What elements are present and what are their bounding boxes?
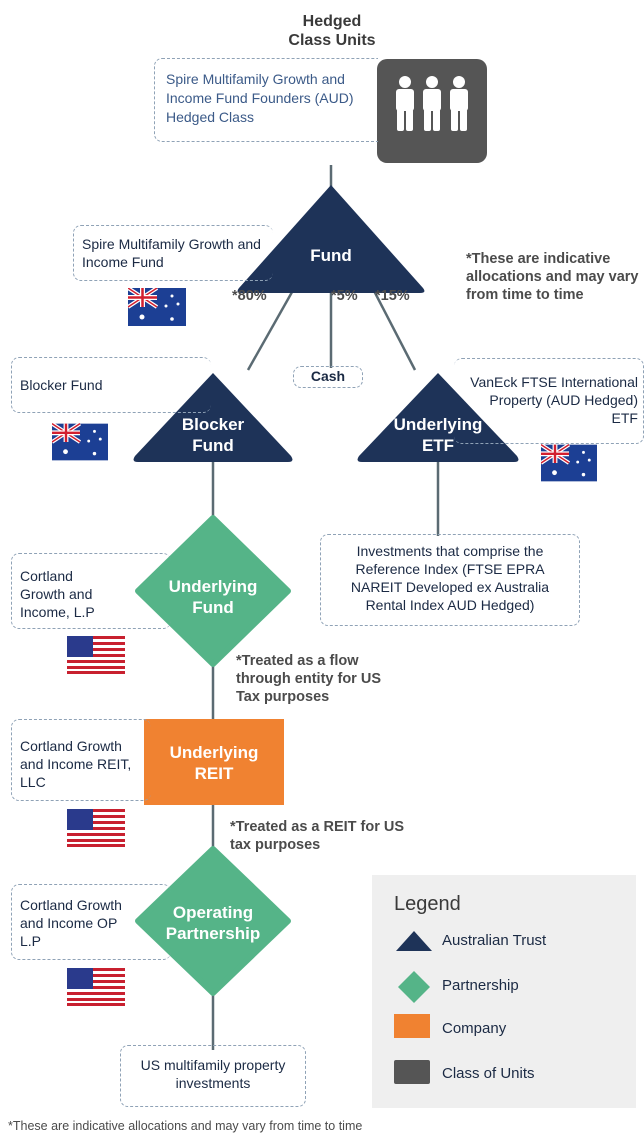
reit-label-line2: REIT bbox=[194, 764, 234, 783]
usa-flag-icon bbox=[67, 636, 125, 674]
blocker-description-text: Blocker Fund bbox=[20, 377, 103, 393]
blocker-triangle bbox=[133, 373, 293, 462]
legend-diamond-icon bbox=[398, 971, 430, 1003]
op-label-line2: Partnership bbox=[165, 924, 261, 943]
class-description-text: Spire Multifamily Growth and Income Fund… bbox=[166, 71, 354, 125]
usa-flag-icon bbox=[67, 968, 125, 1006]
etf-investments-text: Investments that comprise the Reference … bbox=[350, 543, 550, 613]
reit-label-line1: Underlying bbox=[169, 743, 259, 762]
reit-rectangle bbox=[144, 719, 284, 805]
legend-item-australian-trust: Australian Trust bbox=[442, 932, 547, 949]
class-description-box bbox=[154, 58, 378, 142]
underlying-fund-diamond bbox=[135, 515, 291, 667]
underlying-fund-note: *Treated as a flow through entity for US… bbox=[236, 653, 381, 705]
underlying-fund-description-text: Cortland Growth and Income, L.P bbox=[20, 568, 95, 620]
reit-description-box bbox=[11, 719, 151, 801]
fund-label: Fund bbox=[310, 246, 352, 265]
op-description-box bbox=[11, 884, 171, 960]
people-icon bbox=[396, 76, 468, 131]
page-title: Hedged Class Units bbox=[264, 12, 400, 50]
title-line2: Class Units bbox=[288, 32, 376, 49]
cash-box bbox=[293, 366, 363, 388]
underlying-fund-label-line1: Underlying bbox=[168, 577, 258, 596]
fund-description-text: Spire Multifamily Growth and Income Fund bbox=[82, 236, 261, 270]
blocker-description-box bbox=[11, 357, 211, 413]
fund-triangle bbox=[237, 185, 425, 293]
allocation-blocker: *80% bbox=[232, 288, 267, 304]
etf-description-text: VanEck FTSE International Property (AUD … bbox=[470, 374, 638, 426]
fund-description-box bbox=[73, 225, 273, 281]
title-line1: Hedged bbox=[302, 13, 362, 30]
us-investments-text: US multifamily property investments bbox=[140, 1057, 286, 1091]
australia-flag-icon bbox=[541, 444, 597, 482]
allocation-etf: *15% bbox=[375, 288, 410, 304]
legend-item-partnership: Partnership bbox=[442, 977, 519, 994]
legend-triangle-icon bbox=[396, 931, 432, 951]
etf-investments-box bbox=[320, 534, 580, 626]
connector-fund-to-etf bbox=[369, 284, 417, 371]
etf-triangle bbox=[357, 373, 519, 462]
underlying-fund-description-box bbox=[11, 553, 171, 629]
blocker-label-line1: Blocker bbox=[181, 415, 245, 434]
connector-lines bbox=[211, 165, 440, 1050]
allocation-note: *These are indicative allocations and ma… bbox=[466, 251, 639, 303]
us-investments-box bbox=[120, 1045, 306, 1107]
usa-flag-icon bbox=[67, 809, 125, 847]
legend-rectangle-icon bbox=[394, 1014, 430, 1038]
blocker-label-line2: Fund bbox=[192, 436, 234, 455]
op-diamond bbox=[135, 846, 291, 996]
etf-label-line1: Underlying bbox=[393, 415, 483, 434]
legend: Legend Australian Trust Partnership Comp… bbox=[372, 875, 636, 1108]
footnote: *These are indicative allocations and ma… bbox=[8, 1119, 363, 1133]
australia-flag-icon bbox=[128, 288, 186, 326]
connector-fund-to-blocker bbox=[246, 284, 298, 371]
legend-item-class-of-units: Class of Units bbox=[442, 1065, 535, 1082]
op-description-text: Cortland Growth and Income OP L.P bbox=[20, 897, 122, 949]
op-label-line1: Operating bbox=[172, 903, 254, 922]
australia-flag-icon bbox=[52, 423, 108, 461]
allocation-cash: *5% bbox=[331, 288, 358, 304]
underlying-fund-label-line2: Fund bbox=[192, 598, 234, 617]
cash-label: Cash bbox=[310, 368, 346, 384]
legend-item-company: Company bbox=[442, 1020, 507, 1037]
reit-description-text: Cortland Growth and Income REIT, LLC bbox=[20, 738, 132, 790]
etf-label-line2: ETF bbox=[421, 436, 455, 455]
reit-note: *Treated as a REIT for US tax purposes bbox=[230, 819, 405, 853]
legend-square-icon bbox=[394, 1060, 430, 1084]
legend-title: Legend bbox=[394, 893, 461, 915]
